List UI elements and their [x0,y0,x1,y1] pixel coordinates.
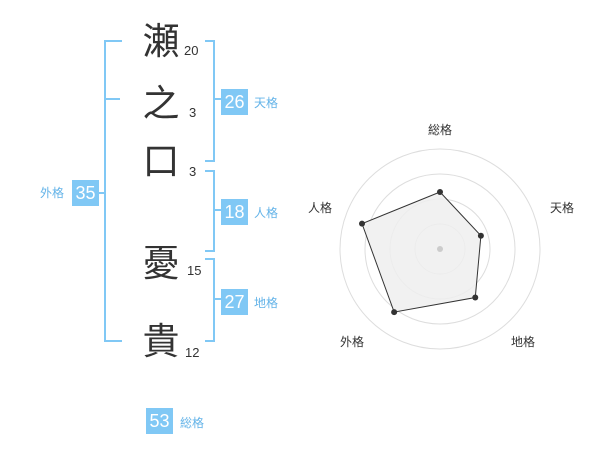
gaikaku-value: 35 [72,180,99,206]
tenkaku-value: 26 [221,89,248,115]
name-char-4: 憂 [142,242,180,285]
gaikaku-bracket [104,40,122,342]
name-char-5: 貴 [142,320,180,363]
chikaku-bracket-connector [215,298,221,300]
jinkaku-bracket [205,170,215,252]
jinkaku-label: 人格 [254,206,279,220]
stroke-count-5: 12 [185,345,200,360]
gaikaku-bracket-tick [106,98,120,100]
stroke-count-4: 15 [187,263,202,278]
jinkaku-bracket-connector [215,209,221,211]
radar-label-jinkaku: 人格 [308,201,333,215]
radar-polygon [361,191,482,313]
name-char-1: 瀬 [142,20,180,63]
radar-label-soukaku: 総格 [428,123,453,137]
radar-label-tenkaku: 天格 [550,201,575,215]
soukaku-value: 53 [146,408,173,434]
radar-center-dot [437,246,443,252]
chikaku-bracket [205,258,215,342]
stroke-count-1: 20 [184,43,199,58]
gaikaku-label: 外格 [40,186,65,200]
tenkaku-label: 天格 [254,96,279,110]
tenkaku-bracket-connector [215,98,221,100]
gaikaku-bracket-connector [97,192,106,194]
stroke-count-3: 3 [189,164,197,179]
radar-point-1 [437,189,443,195]
chikaku-value: 27 [221,289,248,315]
jinkaku-value: 18 [221,199,248,225]
radar-point-5 [359,220,366,227]
radar-point-2 [477,232,484,239]
radar-point-3 [472,294,479,301]
chikaku-label: 地格 [254,296,279,310]
radar-label-chikaku: 地格 [511,335,536,349]
radar-label-gaikaku: 外格 [340,335,365,349]
tenkaku-bracket [205,40,215,162]
radar-point-4 [391,309,398,316]
name-char-2: 之 [142,82,180,125]
stroke-count-2: 3 [189,105,197,120]
radar-ring [364,173,516,325]
name-char-3: 口 [142,140,180,183]
soukaku-label: 総格 [180,416,205,430]
